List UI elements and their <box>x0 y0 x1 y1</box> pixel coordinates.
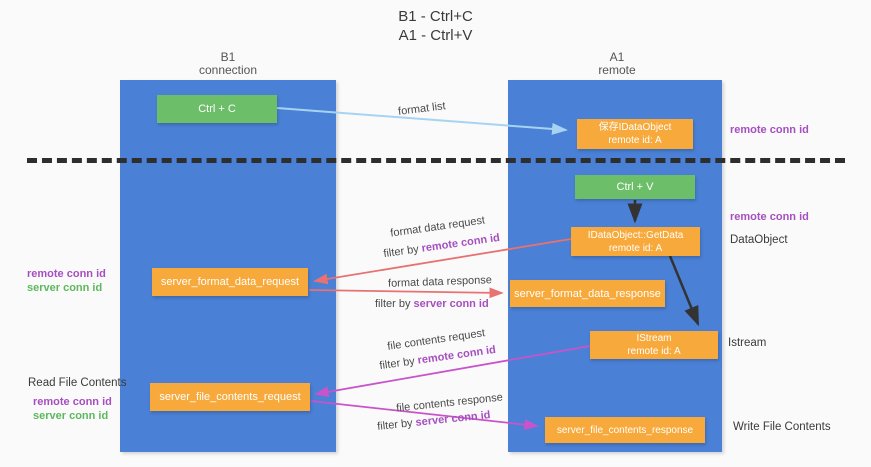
left-remote-conn-id-2: remote conn id <box>33 396 112 408</box>
format-data-response-filter-label: filter by server conn id <box>375 298 489 310</box>
server-file-contents-response-box: server_file_contents_response <box>545 417 705 443</box>
istream-line2: remote id: A <box>627 346 681 357</box>
filter-by-text-2: filter by <box>375 298 414 310</box>
getdata-line2: remote id: A <box>608 242 663 254</box>
server-conn-id-key-1: server conn id <box>413 298 489 310</box>
remote-conn-id-key-2: remote conn id <box>416 343 497 367</box>
save-idataobject-line2: remote id: A <box>608 135 662 146</box>
server-file-contents-request-label: server_file_contents_request <box>159 391 301 403</box>
remote-conn-id-key-1: remote conn id <box>420 231 501 255</box>
filter-by-text-3: filter by <box>378 354 419 373</box>
ctrl-v-label: Ctrl + V <box>616 181 654 193</box>
file-contents-response-filter-label: filter by server conn id <box>377 409 491 433</box>
dashed-divider <box>27 158 845 163</box>
server-format-data-request-label: server_format_data_request <box>160 276 300 288</box>
lane-a1-name: A1 <box>609 50 625 64</box>
server-format-data-request-box: server_format_data_request <box>152 268 308 296</box>
lane-header-a1: A1 remote <box>547 51 687 77</box>
left-server-conn-id-1: server conn id <box>27 282 103 294</box>
istream-line1: IStream <box>636 333 672 344</box>
lane-b1-name: B1 <box>220 50 236 64</box>
format-list-label: format list <box>397 100 447 118</box>
right-remote-conn-id-2: remote conn id <box>730 211 809 223</box>
ctrl-c-box: Ctrl + C <box>157 95 277 123</box>
server-file-contents-response-label: server_file_contents_response <box>556 424 694 436</box>
lane-a1-sub: remote <box>598 63 636 77</box>
diagram-title: B1 - Ctrl+C A1 - Ctrl+V <box>0 7 871 45</box>
title-line-2: A1 - Ctrl+V <box>398 27 473 44</box>
save-idataobject-box: 保存IDataObject remote id: A <box>577 119 693 149</box>
lane-header-b1: B1 connection <box>158 51 298 77</box>
dataobject-label: DataObject <box>730 234 788 246</box>
read-file-contents-label: Read File Contents <box>28 377 127 389</box>
idataobject-getdata-box: IDataObject::GetData remote id: A <box>571 227 700 256</box>
ctrl-c-label: Ctrl + C <box>198 103 236 115</box>
ctrl-v-box: Ctrl + V <box>575 175 695 199</box>
format-data-response-label: format data response <box>387 274 493 290</box>
filter-by-text-1: filter by <box>382 242 423 261</box>
getdata-line1: IDataObject::GetData <box>587 229 684 241</box>
left-server-conn-id-2: server conn id <box>33 410 109 422</box>
write-file-contents-label: Write File Contents <box>733 421 831 433</box>
istream-side-label: Istream <box>728 337 767 349</box>
filter-by-text-4: filter by <box>376 416 417 433</box>
lane-b1-sub: connection <box>198 63 258 77</box>
save-idataobject-line1: 保存IDataObject <box>598 122 672 133</box>
server-format-data-response-label: server_format_data_response <box>514 287 661 300</box>
right-remote-conn-id-1: remote conn id <box>730 124 809 136</box>
server-format-data-response-box: server_format_data_response <box>510 280 665 307</box>
left-remote-conn-id-1: remote conn id <box>27 268 106 280</box>
arrow-format-data-response <box>308 287 504 299</box>
title-line-1: B1 - Ctrl+C <box>398 8 473 25</box>
istream-box: IStream remote id: A <box>590 331 718 359</box>
server-conn-id-key-2: server conn id <box>414 409 492 429</box>
server-file-contents-request-box: server_file_contents_request <box>150 383 310 411</box>
